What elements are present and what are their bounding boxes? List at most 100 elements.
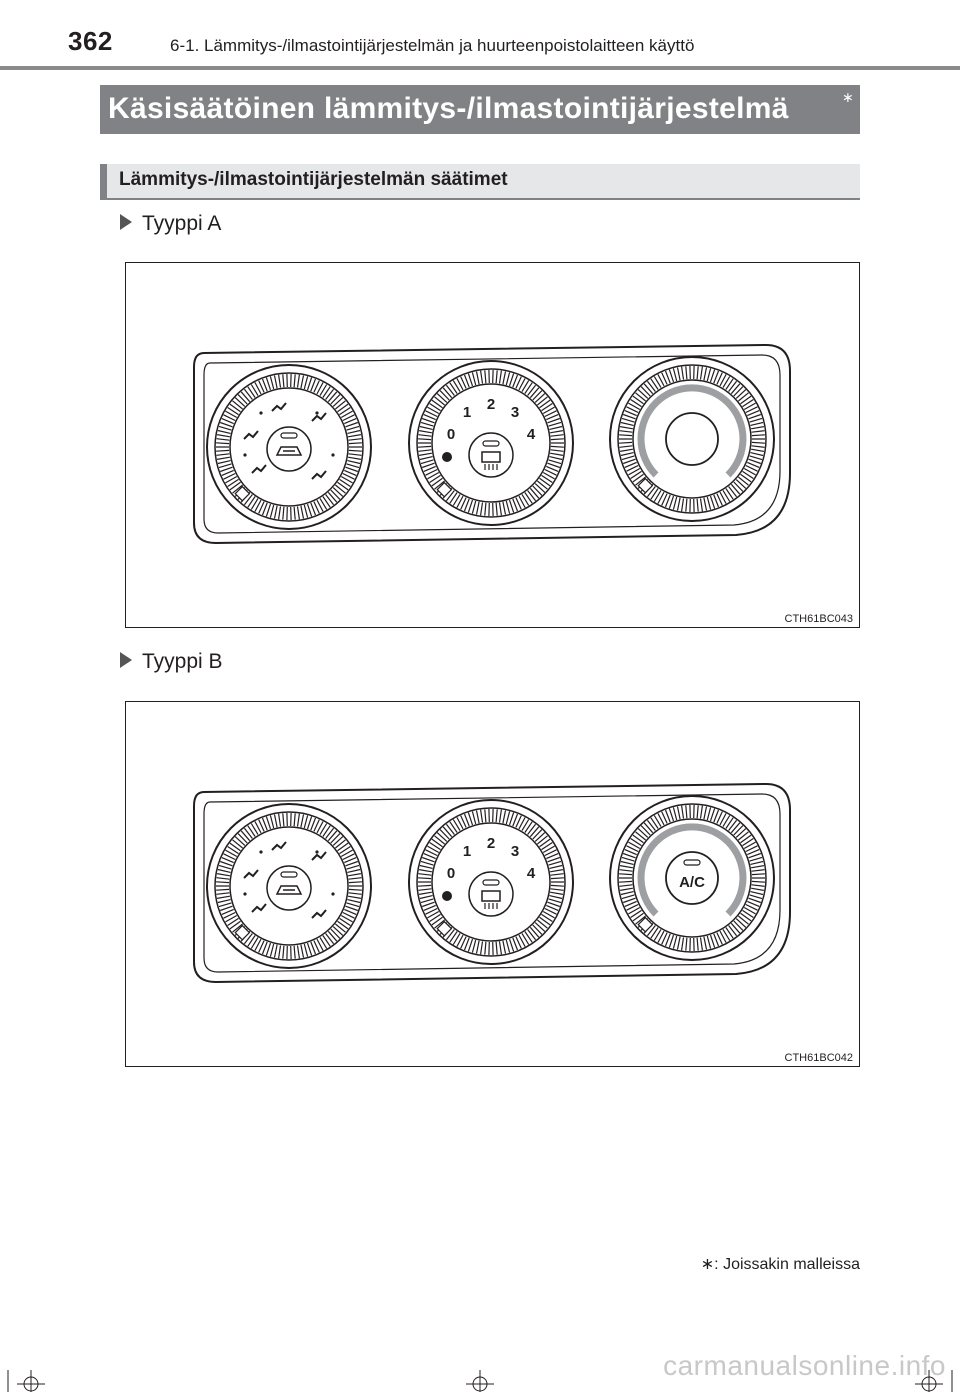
detent-dot (315, 850, 319, 854)
face-vent-icon (243, 430, 259, 440)
knob-pointer-icon (234, 924, 251, 941)
air-mode-knob (206, 364, 372, 530)
knob-pointer-icon (637, 477, 654, 494)
temperature-knob (609, 356, 775, 522)
indicator-light (482, 440, 500, 447)
feet-windshield-icon (311, 851, 327, 861)
knob-outer-ring (214, 372, 364, 522)
knob-outer-ring (617, 364, 767, 514)
fan-speed-label: 0 (447, 865, 455, 882)
page-title: Käsisäätöinen lämmitys-/ilmastointijärje… (108, 92, 789, 125)
defroster-icon (311, 909, 327, 919)
footnote: ∗: Joissakin malleissa (701, 1254, 860, 1274)
fan-speed-label: 1 (463, 404, 471, 421)
figure-b-code: CTH61BC042 (784, 1052, 853, 1064)
bullet-triangle-icon (120, 652, 132, 669)
fan-icon (442, 891, 452, 901)
air-mode-knob (206, 803, 372, 969)
knob-grip-ridges (418, 808, 564, 956)
knob-grip-ridges (619, 365, 765, 513)
title-footnote-marker: ∗ (842, 89, 854, 105)
header-divider (0, 66, 960, 70)
detent-dot (243, 453, 247, 457)
knob-grip-ridges (619, 804, 765, 952)
fan-speed-label: 0 (447, 426, 455, 443)
rear-defogger-icon (481, 890, 501, 902)
center-button (665, 851, 719, 905)
knob-grip-ridges (216, 373, 362, 521)
indicator-light (280, 432, 298, 439)
temperature-arc (637, 823, 747, 917)
fan-icon (442, 452, 452, 462)
knob-pointer-icon (234, 485, 251, 502)
fan-speed-label: 3 (511, 843, 519, 860)
defroster-icon (311, 470, 327, 480)
knob-grip-ridges (418, 369, 564, 517)
page-number: 362 (68, 26, 113, 56)
center-button (665, 412, 719, 466)
fan-speed-label: 2 (487, 396, 495, 413)
detent-dot (259, 850, 263, 854)
car-recirculation-icon (275, 885, 303, 895)
feet-windshield-icon (311, 412, 327, 422)
footnote-text: : Joissakin malleissa (714, 1256, 860, 1273)
detent-dot (331, 892, 335, 896)
knob-outer-ring (617, 803, 767, 953)
page-title-bar: Käsisäätöinen lämmitys-/ilmastointijärje… (100, 85, 860, 134)
knob-pointer-icon (436, 920, 453, 937)
knob-pointer-icon (637, 916, 654, 933)
section-heading-bar: Lämmitys-/ilmastointijärjestelmän säätim… (100, 164, 860, 200)
fan-speed-label: 2 (487, 835, 495, 852)
feet-icon (251, 903, 267, 913)
footnote-marker: ∗ (700, 1256, 715, 1273)
detent-dot (259, 411, 263, 415)
rear-defogger-button (468, 871, 514, 917)
defogger-waves (484, 464, 498, 470)
chapter-title: 6-1. Lämmitys-/ilmastointijärjestelmän j… (170, 36, 695, 55)
indicator-light (280, 871, 298, 878)
ac-button-label: A/C (679, 874, 705, 891)
rear-defogger-button (468, 432, 514, 478)
recirculation-button (266, 865, 312, 911)
crop-marks (7, 1370, 953, 1392)
control-panel-inner-edge (203, 793, 781, 973)
fan-speed-label: 4 (527, 865, 536, 882)
detent-dot (315, 411, 319, 415)
section-heading: Lämmitys-/ilmastointijärjestelmän säätim… (119, 169, 508, 190)
fan-speed-label: 1 (463, 843, 471, 860)
knob-pointer-icon (436, 481, 453, 498)
figure-a-label-row: Tyyppi A (120, 212, 221, 240)
temperature-knob: A/C (609, 795, 775, 961)
feet-icon (251, 464, 267, 474)
temperature-arc (637, 384, 747, 478)
knob-outer-ring (416, 368, 566, 518)
ac-indicator-light (683, 859, 701, 866)
fan-speed-label: 3 (511, 404, 519, 421)
detent-dot (243, 892, 247, 896)
bullet-triangle-icon (120, 214, 132, 231)
figure-a-code: CTH61BC043 (784, 613, 853, 625)
indicator-light (482, 879, 500, 886)
car-recirculation-icon (275, 446, 303, 456)
knob-outer-ring (214, 811, 364, 961)
recirculation-button (266, 426, 312, 472)
face-vent-icon (243, 869, 259, 879)
bi-level-icon (271, 402, 287, 412)
control-panel-inner-edge (203, 354, 781, 534)
figure-a-label: Tyyppi A (142, 212, 222, 235)
knob-grip-ridges (216, 812, 362, 960)
defogger-waves (484, 903, 498, 909)
knob-outer-ring (416, 807, 566, 957)
watermark: carmanualsonline.info (663, 1350, 946, 1381)
figure-b-label: Tyyppi B (142, 650, 223, 673)
figure-b-label-row: Tyyppi B (120, 650, 223, 678)
page-header: 362 6-1. Lämmitys-/ilmastointijärjestelm… (0, 0, 960, 56)
detent-dot (331, 453, 335, 457)
bi-level-icon (271, 841, 287, 851)
